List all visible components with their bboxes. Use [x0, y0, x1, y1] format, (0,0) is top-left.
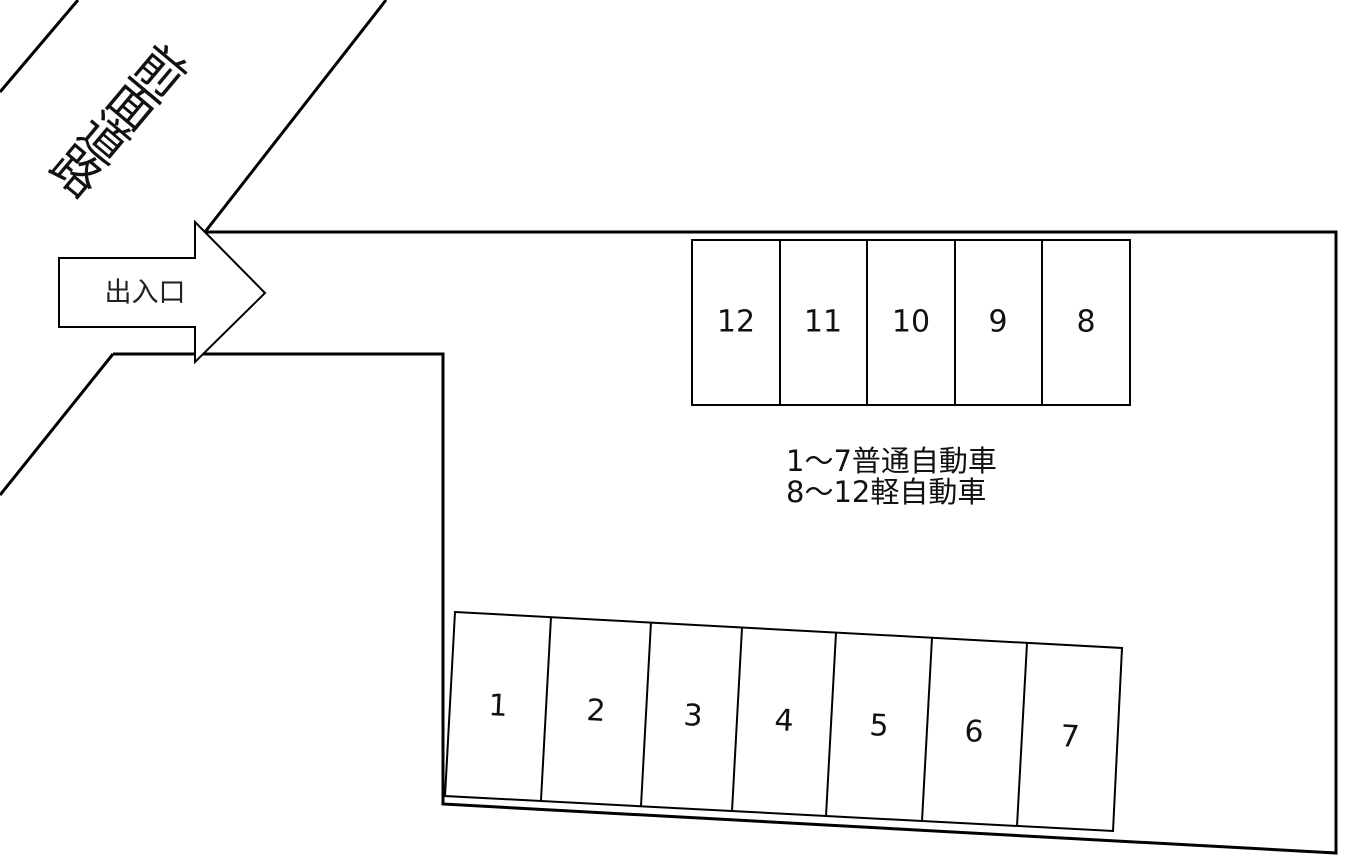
road-edge-right-upper — [203, 0, 388, 233]
road-label: 前 面 道 路 — [39, 35, 197, 210]
parking-slot-11: 11 — [804, 305, 842, 340]
parking-slot-2: 2 — [586, 693, 607, 729]
parking-slot-10: 10 — [892, 305, 930, 340]
slot-number: 2 — [586, 693, 607, 729]
entrance-label: 出入口 — [105, 278, 186, 309]
slot-number: 5 — [869, 708, 890, 744]
legend-line-1: 1〜7普通自動車 — [786, 444, 997, 478]
bottom-parking-row: 1 2 3 4 5 6 7 — [443, 610, 1124, 833]
slot-number: 10 — [892, 305, 930, 340]
road-edge-right-lower — [0, 353, 115, 496]
parking-slot-7: 7 — [1060, 719, 1081, 755]
arrow-right-icon — [58, 219, 267, 365]
parking-slot-1: 1 — [488, 688, 509, 724]
parking-slot-4: 4 — [774, 703, 795, 739]
parking-slot-9: 9 — [988, 305, 1007, 340]
parking-slot-5: 5 — [869, 708, 890, 744]
entrance-arrow: 出入口 — [58, 219, 267, 365]
slot-number: 12 — [717, 305, 755, 340]
slot-number: 1 — [488, 688, 509, 724]
road-edge-left — [0, 0, 80, 93]
slot-number: 11 — [804, 305, 842, 340]
slot-number: 8 — [1076, 305, 1095, 340]
vehicle-type-legend: 1〜7普通自動車 8〜12軽自動車 — [786, 444, 997, 509]
lot-boundary — [113, 230, 1338, 855]
slot-number: 7 — [1060, 719, 1081, 755]
slot-number: 6 — [964, 714, 985, 750]
slot-number: 9 — [988, 305, 1007, 340]
parking-slot-6: 6 — [964, 714, 985, 750]
legend-line-2: 8〜12軽自動車 — [786, 475, 986, 509]
parking-slot-3: 3 — [683, 698, 704, 734]
top-parking-row: 12 11 10 9 8 — [691, 239, 1131, 406]
parking-slot-12: 12 — [717, 305, 755, 340]
slot-number: 3 — [683, 698, 704, 734]
slot-number: 4 — [774, 703, 795, 739]
parking-slot-8: 8 — [1076, 305, 1095, 340]
